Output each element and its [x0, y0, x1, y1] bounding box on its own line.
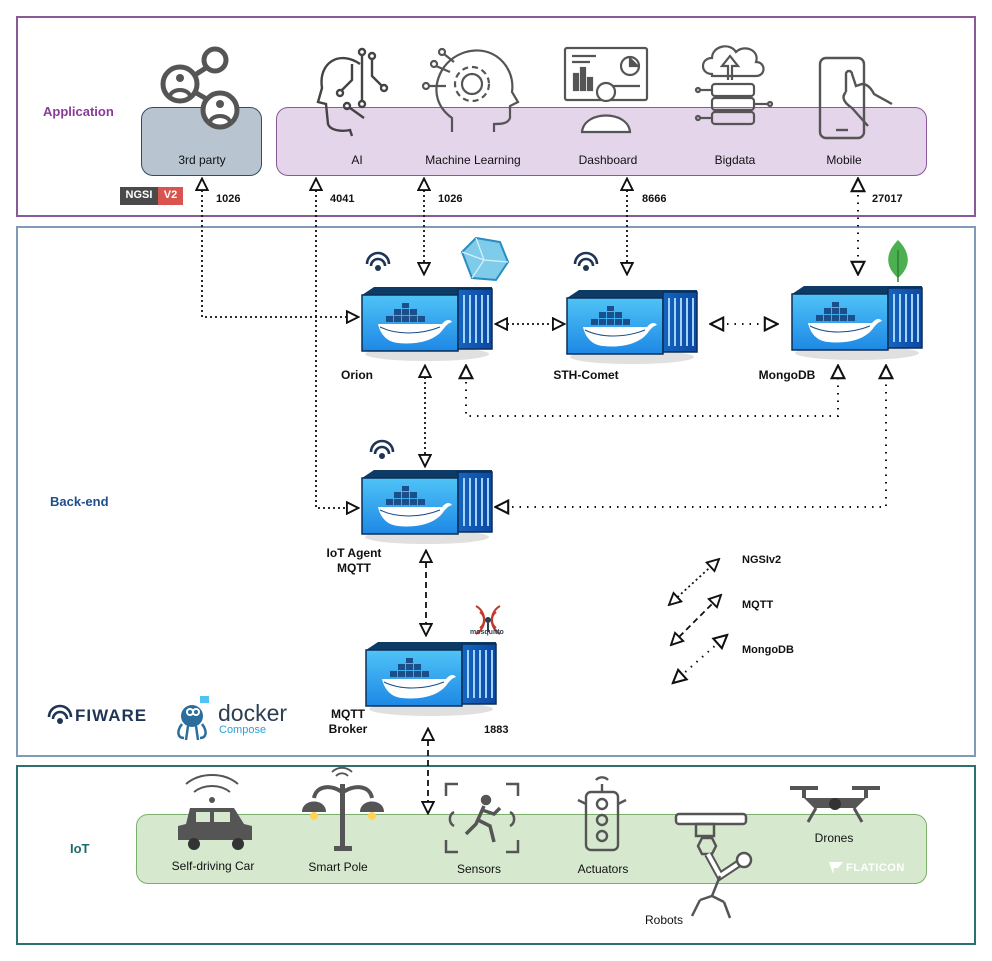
machine-learning-gear-icon: [421, 47, 520, 132]
ai-label: AI: [351, 153, 363, 167]
flaticon-logo-icon: [829, 862, 843, 874]
mosquitto-logo-text: mosquitto: [470, 629, 504, 636]
robots-label: Robots: [644, 913, 684, 927]
bigdata-database-icon: [694, 45, 774, 126]
sensors-label: Sensors: [456, 862, 502, 876]
self-driving-car-icon: [178, 774, 252, 850]
legend-mongodb-label: MongoDB: [742, 644, 794, 656]
motion-sensor-icon: [444, 782, 520, 854]
backend-layer-label: Back-end: [50, 494, 109, 509]
mobile-touch-icon: [818, 56, 893, 140]
legend-ngsi-label: NGSIv2: [742, 554, 782, 566]
compose-logo-text: Compose: [219, 724, 267, 736]
ai-head-icon: [316, 47, 389, 137]
mqtt-broker-container: [365, 641, 497, 717]
mosquitto-logo-icon: [475, 605, 501, 635]
iot-agent-label-line2: MQTT: [337, 561, 371, 575]
mongodb-leaf-icon: [888, 240, 908, 282]
iot-agent-container: [361, 469, 493, 545]
third-party-label: 3rd party: [178, 153, 226, 167]
mqtt-broker-label-line2: Broker: [328, 722, 368, 736]
port-mqtt-broker: 1883: [484, 724, 509, 736]
dashboard-label: Dashboard: [578, 153, 638, 167]
devices-band: [136, 814, 927, 884]
orion-label: Orion: [341, 368, 373, 382]
actuators-label: Actuators: [577, 862, 629, 876]
sth-comet-container: [566, 289, 698, 365]
third-party-box: [141, 107, 262, 176]
port-third-party: 1026: [216, 193, 241, 205]
docker-compose-octopus-icon: [177, 696, 209, 741]
smart-pole-icon: [302, 766, 384, 851]
backend-layer: [16, 226, 976, 757]
legend-mqtt-label: MQTT: [742, 599, 774, 611]
mobile-label: Mobile: [826, 153, 862, 167]
mqtt-links: [426, 552, 720, 812]
fiware-logo-text: FIWARE: [75, 706, 148, 725]
self-driving-car-label: Self-driving Car: [171, 859, 255, 873]
robot-arm-icon: [674, 812, 753, 919]
flaticon-logo-text: FLATICON: [846, 862, 905, 874]
port-machine-learning: 1026: [438, 193, 463, 205]
fiware-sth-logo-icon: [573, 251, 599, 273]
port-dashboard: 8666: [642, 193, 667, 205]
smart-pole-label: Smart Pole: [308, 860, 368, 874]
machine-learning-label: Machine Learning: [425, 153, 521, 167]
iot-layer: [16, 765, 976, 945]
fiware-iot-agent-logo-icon: [369, 439, 395, 461]
mongodb-container: [791, 285, 923, 361]
drones-label: Drones: [814, 831, 854, 845]
application-layer: [16, 16, 976, 217]
mqtt-broker-label-line1: MQTT: [331, 707, 365, 721]
sth-comet-label: STH-Comet: [553, 368, 619, 382]
ngsi-badge-left-text: NGSI: [125, 189, 153, 201]
iot-layer-label: IoT: [70, 841, 90, 856]
crystal-gem-icon: [460, 236, 510, 282]
docker-logo-text: docker: [218, 700, 288, 726]
ngsi-badge-right-text: V2: [163, 189, 178, 201]
port-mobile: 27017: [872, 193, 903, 205]
share-users-icon: [160, 46, 240, 130]
port-ai: 4041: [330, 193, 355, 205]
ngsi-v2-badge: [120, 187, 183, 205]
mongodb-links: [466, 180, 886, 682]
traffic-light-actuator-icon: [577, 776, 627, 852]
iot-agent-label-line1: IoT Agent: [326, 546, 382, 560]
fiware-orion-logo-icon: [365, 251, 391, 273]
bigdata-label: Bigdata: [714, 153, 756, 167]
application-layer-label: Application: [43, 104, 114, 119]
orion-container: [361, 286, 493, 362]
dashboard-presenter-icon: [563, 46, 649, 134]
mongodb-label: MongoDB: [758, 368, 816, 382]
drone-icon: [790, 786, 880, 823]
fiware-logo-icon: [47, 704, 73, 726]
